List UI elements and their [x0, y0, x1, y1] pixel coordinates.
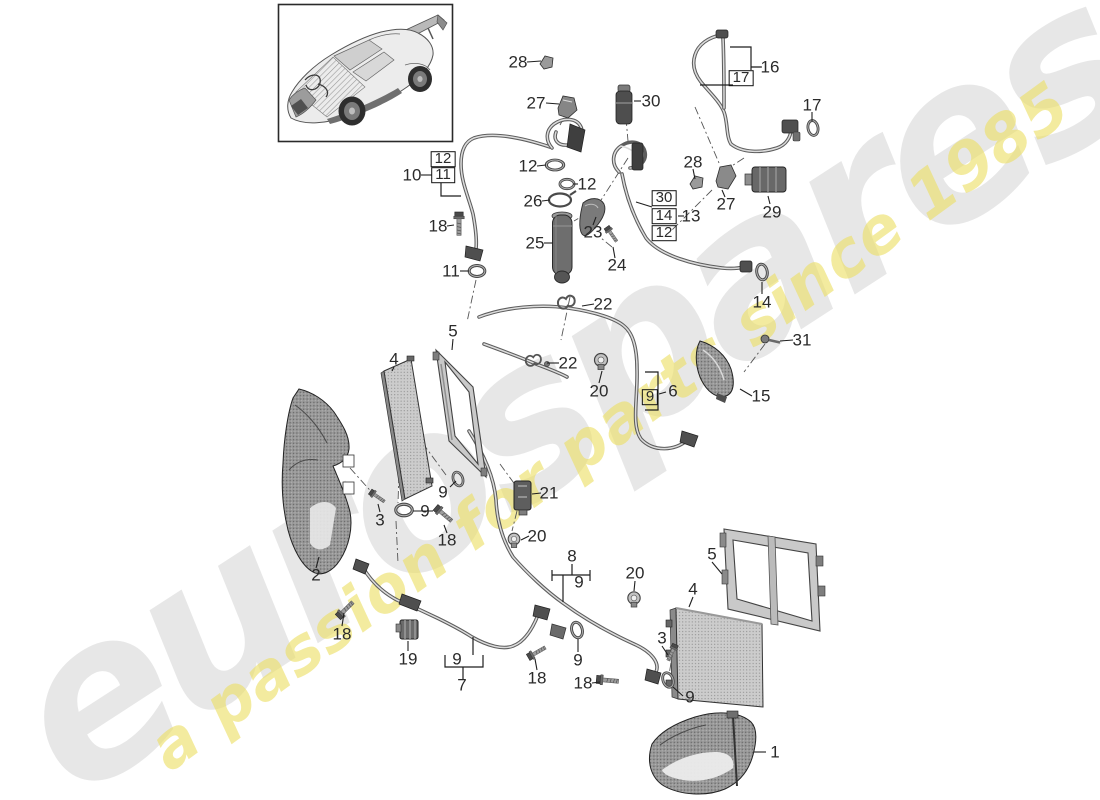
part-10-refrigerant-line — [459, 117, 586, 262]
part-23-bracket — [579, 198, 606, 237]
part-19-fitting — [395, 619, 419, 640]
part-2-air-guide — [281, 388, 355, 575]
vehicle-illustration — [287, 14, 448, 126]
part-6-refrigerant-line — [477, 304, 699, 451]
part-4-condenser-left — [380, 355, 434, 502]
o-rings — [394, 118, 821, 691]
callout-brackets — [440, 46, 761, 679]
bolts — [334, 211, 680, 687]
part-29-connector — [744, 166, 787, 193]
part-30-pressure-sensor — [615, 84, 633, 125]
part-28-clamp-right — [689, 175, 704, 190]
part-5-frame-left — [432, 348, 488, 479]
part-28-clamp-top — [539, 55, 554, 70]
part-13-refrigerant-line — [611, 140, 753, 273]
part-15-air-duct — [695, 340, 734, 403]
part-26-clamp-ring — [547, 190, 577, 208]
part-31-bolt — [760, 334, 781, 344]
part-1-air-duct — [649, 710, 757, 795]
vehicle-inset — [277, 3, 454, 143]
part-4-condenser-right — [665, 607, 764, 708]
part-21-expansion-valve — [513, 480, 532, 516]
part-16-refrigerant-line — [691, 29, 801, 154]
part-7-refrigerant-hose — [352, 558, 567, 650]
part-27-valve-top — [557, 95, 578, 119]
clamps — [507, 293, 641, 608]
part-8-refrigerant-hose — [467, 429, 662, 685]
part-5-frame-right — [719, 528, 826, 632]
part-27-valve-right — [715, 164, 737, 190]
leader-lines — [315, 60, 813, 753]
part-25-receiver-drier — [551, 211, 573, 284]
